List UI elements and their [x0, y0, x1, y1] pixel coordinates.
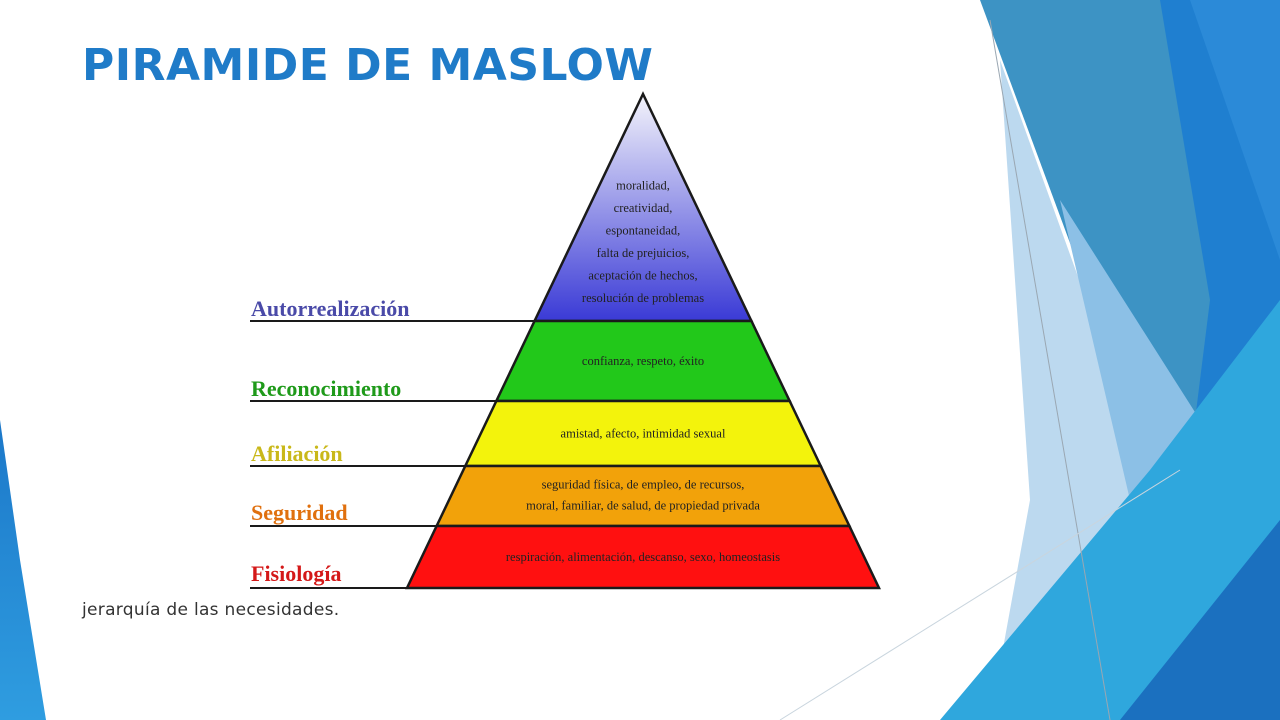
- level-name-label: Reconocimiento: [251, 376, 401, 401]
- level-description-line: seguridad física, de empleo, de recursos…: [542, 478, 745, 492]
- level-name-label: Autorrealización: [251, 296, 409, 321]
- decor-left-sliver: [0, 420, 46, 720]
- level-description-line: amistad, afecto, intimidad sexual: [561, 427, 726, 441]
- level-description-line: resolución de problemas: [582, 291, 704, 305]
- slide-title: PIRAMIDE DE MASLOW: [82, 40, 654, 91]
- level-description-line: moral, familiar, de salud, de propiedad …: [526, 499, 760, 513]
- pyramid-level-5: [405, 524, 881, 590]
- decor-facet-accent: [1190, 0, 1280, 260]
- level-description-line: respiración, alimentación, descanso, sex…: [506, 550, 780, 564]
- decor-line: [779, 469, 1181, 720]
- level-name-label: Seguridad: [251, 500, 348, 525]
- decor-facet-front: [940, 300, 1280, 720]
- pyramid-level-4: [434, 464, 852, 528]
- level-name-label: Fisiología: [251, 561, 341, 586]
- level-description-line: aceptación de hechos,: [588, 269, 697, 283]
- slide-caption: jerarquía de las necesidades.: [82, 600, 340, 620]
- level-name-label: Afiliación: [251, 441, 343, 466]
- decor-facet-deep: [1120, 520, 1280, 720]
- decor-line: [989, 19, 1111, 720]
- level-description-line: falta de prejuicios,: [597, 246, 690, 260]
- level-description-line: espontaneidad,: [606, 224, 681, 238]
- maslow-pyramid: Autorrealización moralidad, creatividad, es…: [250, 91, 881, 590]
- level-description-line: creatividad,: [614, 201, 673, 215]
- level-description-line: moralidad,: [616, 179, 670, 193]
- level-description-line: confianza, respeto, éxito: [582, 354, 704, 368]
